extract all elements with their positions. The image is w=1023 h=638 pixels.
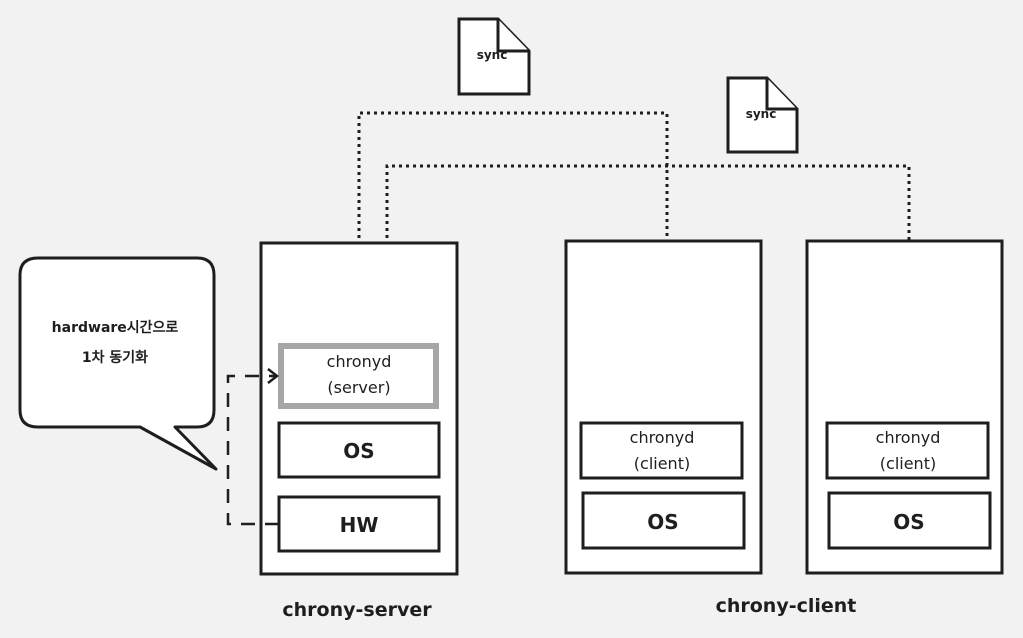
document-fold <box>765 78 797 111</box>
sync-document-1: sync <box>457 17 531 96</box>
chronyd-client-1-line1: chronyd <box>630 428 695 447</box>
chrony-server-node: chronyd (server) OS HW <box>259 241 459 576</box>
sync-document-2: sync <box>726 76 799 154</box>
callout-line2: 1차 동기화 <box>82 350 148 366</box>
chronyd-client-2-line2: (client) <box>880 454 936 473</box>
client-2-os-label: OS <box>893 510 924 534</box>
sync-doc-label: sync <box>746 107 777 121</box>
chronyd-server-box <box>278 343 439 409</box>
server-os-label: OS <box>343 439 374 463</box>
document-fold <box>496 19 529 53</box>
server-os-box <box>277 421 441 479</box>
chrony-client-node-2: chronyd (client) OS <box>805 239 1004 575</box>
callout-line1: hardware시간으로 <box>52 319 179 336</box>
arrowhead-icon <box>267 368 280 384</box>
client-group-label: chrony-client <box>716 595 857 617</box>
chronyd-client-1-box <box>579 421 744 480</box>
client-2-os-box <box>827 491 992 550</box>
hw-sync-connector <box>226 368 280 526</box>
client-1-os-box <box>581 491 746 550</box>
speech-bubble-shape <box>18 256 218 471</box>
client-1-os-label: OS <box>647 510 678 534</box>
chronyd-client-1-line2: (client) <box>634 454 690 473</box>
chronyd-server-line2: (server) <box>327 378 390 397</box>
server-hw-label: HW <box>340 513 379 537</box>
callout-bubble: hardware시간으로 1차 동기화 <box>18 256 218 471</box>
chronyd-client-2-box <box>825 421 990 480</box>
chronyd-server-line1: chronyd <box>327 352 392 371</box>
chrony-client-node-1: chronyd (client) OS <box>564 239 763 575</box>
sync-doc-label: sync <box>477 48 508 62</box>
server-hw-box <box>277 495 441 553</box>
server-group-label: chrony-server <box>282 599 432 621</box>
chronyd-client-2-line1: chronyd <box>876 428 941 447</box>
hw-to-chronyd-dashed-line <box>226 374 279 526</box>
